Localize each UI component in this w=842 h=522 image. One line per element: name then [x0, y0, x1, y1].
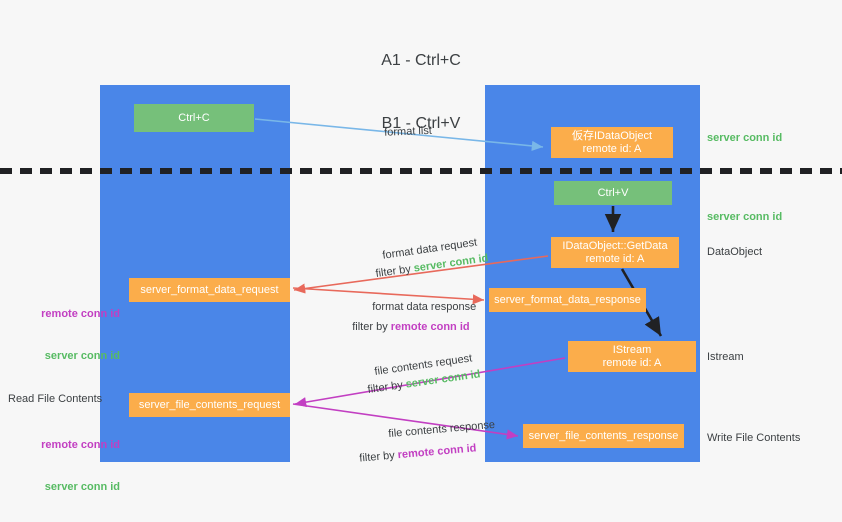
- title-line-1: A1 - Ctrl+C: [381, 52, 461, 69]
- annotation-format-data-response: format data response: [360, 285, 476, 330]
- filter-value-server-conn-id: server conn id: [412, 252, 490, 275]
- label-server-conn-id: server conn id: [44, 350, 120, 362]
- filter-prefix: filter by: [352, 321, 391, 333]
- label-server-conn-id-top: server conn id: [707, 132, 783, 144]
- annotation-file-contents-response-filter: filter by remote conn id: [345, 426, 478, 482]
- label-istream: Istream: [707, 351, 744, 363]
- diagram-canvas: A1 - Ctrl+C B1 - Ctrl+V A1 remote B1 con…: [0, 52, 842, 493]
- node-server-file-contents-request[interactable]: server_file_contents_request: [129, 393, 290, 417]
- node-getdata-sub: remote id: A: [585, 252, 645, 265]
- filter-value-remote-conn-id: remote conn id: [397, 442, 477, 462]
- node-getdata-label: IDataObject::GetData: [562, 239, 668, 252]
- node-server-format-data-response-label: server_format_data_response: [494, 293, 641, 306]
- node-server-format-data-request-label: server_format_data_request: [140, 283, 279, 296]
- annotation-format-data-response-filter: filter by remote conn id: [340, 305, 470, 350]
- annotation-format-list: format list: [371, 109, 433, 157]
- label-server-conn-id: server conn id: [44, 481, 120, 493]
- label-server-conn-id-mid: server conn id: [707, 211, 783, 223]
- node-idataobject-label: 仮存IDataObject: [571, 129, 653, 142]
- label-remote-conn-id: remote conn id: [41, 308, 120, 320]
- filter-prefix: filter by: [374, 262, 415, 281]
- annotation-format-list-text: format list: [383, 124, 433, 139]
- node-ctrl-v-label: Ctrl+V: [597, 186, 629, 199]
- node-idataobject[interactable]: 仮存IDataObject remote id: A: [551, 127, 673, 158]
- filter-value-server-conn-id: server conn id: [404, 368, 482, 391]
- label-write-file-contents: Write File Contents: [707, 432, 801, 444]
- filter-prefix: filter by: [366, 378, 407, 397]
- label-dataobject: DataObject: [707, 246, 763, 258]
- filter-prefix: filter by: [358, 449, 399, 465]
- node-server-file-contents-response[interactable]: server_file_contents_response: [523, 424, 684, 448]
- label-remote-conn-id: remote conn id: [41, 439, 120, 451]
- node-idataobject-getdata[interactable]: IDataObject::GetData remote id: A: [551, 237, 679, 268]
- node-server-format-data-request[interactable]: server_format_data_request: [129, 278, 290, 302]
- node-server-file-contents-response-label: server_file_contents_response: [528, 429, 679, 442]
- annotation-format-data-response-text: format data response: [372, 301, 477, 313]
- node-istream-sub: remote id: A: [602, 356, 662, 369]
- label-conn-ids-file: remote conn id server conn id: [8, 410, 120, 522]
- node-istream-label: IStream: [612, 343, 652, 356]
- filter-value-remote-conn-id: remote conn id: [390, 321, 470, 333]
- node-istream[interactable]: IStream remote id: A: [568, 341, 696, 372]
- label-conn-ids-format: remote conn id server conn id: [8, 279, 120, 391]
- node-idataobject-sub: remote id: A: [582, 142, 642, 155]
- label-read-file-contents: Read File Contents: [8, 393, 103, 405]
- node-server-format-data-response[interactable]: server_format_data_response: [489, 288, 646, 312]
- phase-separator-dashed-line: [0, 168, 842, 174]
- node-ctrl-v[interactable]: Ctrl+V: [554, 181, 672, 205]
- node-server-file-contents-request-label: server_file_contents_request: [138, 398, 281, 411]
- node-ctrl-c-label: Ctrl+C: [178, 111, 210, 124]
- node-ctrl-c[interactable]: Ctrl+C: [134, 104, 254, 132]
